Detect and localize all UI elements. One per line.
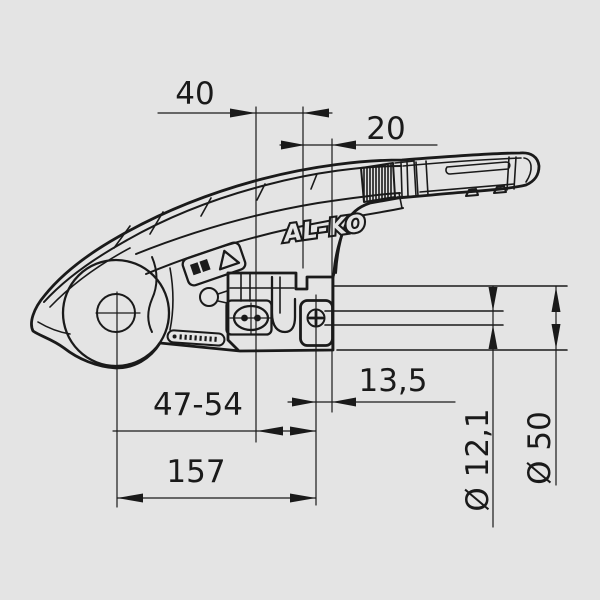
block-left-edge — [226, 271, 240, 352]
shell-inner-arc-2 — [49, 247, 131, 308]
body-outline — [30, 151, 541, 370]
dim-157-arrow-right — [290, 493, 316, 503]
tube-and-diameters: Ø 12,1 Ø 50 — [324, 285, 568, 528]
dim-20-arrow-left — [281, 140, 305, 150]
block-top-profile — [226, 271, 335, 291]
handle-root-steps — [415, 160, 429, 197]
handle-clip-tab-1 — [465, 188, 479, 197]
dim-157-arrow-left — [117, 493, 143, 503]
spring-channel-line — [169, 267, 174, 331]
handle-clip-tab-2 — [493, 185, 507, 194]
dimension-tube-diameter: Ø 50 — [522, 285, 561, 486]
pivot-links — [217, 290, 228, 304]
handle-top-inner — [402, 157, 522, 167]
dim-20-text: 20 — [366, 111, 405, 147]
shell-ribs — [113, 173, 318, 249]
block-j-channel — [270, 275, 297, 334]
dim-12-arrow-bottom — [488, 325, 498, 349]
handle-details — [402, 156, 532, 197]
dim-12-arrow-top — [488, 287, 498, 311]
band-end-join — [398, 192, 403, 209]
handle-grip-panel — [445, 161, 511, 175]
dimension-13-5: 13,5 — [287, 294, 456, 506]
shell-inner-arc — [43, 165, 402, 303]
dim-13-5-text: 13,5 — [358, 363, 427, 399]
dimension-47-54: 47-54 — [112, 387, 317, 436]
manual-book-icon — [189, 259, 211, 276]
dimensions-layer: 40 20 Ø 12,1 — [112, 76, 568, 528]
dim-157-text: 157 — [166, 454, 225, 490]
warning-label-frame — [181, 241, 247, 287]
dimension-20: 20 — [279, 111, 438, 413]
brand-logo-text: AL-KO — [280, 210, 368, 248]
block-inner-band — [229, 273, 295, 302]
coupling-part: AL-KO — [30, 151, 541, 370]
dim-47-54-arrow-left — [257, 426, 283, 436]
dim-40-arrow-left — [230, 108, 256, 118]
dim-12-text: Ø 12,1 — [460, 408, 496, 511]
dim-20-arrow-right — [332, 140, 356, 150]
ratchet-teeth — [360, 160, 417, 203]
dim-50-arrow-top — [551, 287, 561, 312]
pivot-pin-circle — [199, 287, 219, 307]
dim-50-arrow-bottom — [551, 324, 561, 349]
neck-inner-line — [335, 225, 346, 274]
dim-47-54-arrow-right — [290, 426, 316, 436]
dim-40-arrow-right — [303, 108, 329, 118]
dimension-157: 157 — [116, 333, 317, 508]
left-bolt — [225, 299, 273, 336]
shell-scurve — [147, 256, 158, 333]
dim-13-5-arrow-left — [292, 397, 316, 407]
dimension-40: 40 — [157, 76, 333, 443]
ball-center-crosshair — [95, 291, 141, 335]
brand-logo: AL-KO — [278, 208, 370, 250]
dim-13-5-arrow-right — [332, 397, 356, 407]
dim-50-text: Ø 50 — [522, 411, 558, 485]
ball-housing-outer-circle — [61, 258, 171, 368]
serrated-strip — [166, 329, 226, 347]
handle-tip-cap — [523, 157, 532, 183]
warning-triangle-icon — [218, 249, 241, 271]
serrated-strip-frame — [166, 329, 226, 347]
band-upper-seam — [135, 192, 401, 255]
dimension-hole-diameter: Ø 12,1 — [460, 285, 498, 528]
dim-47-54-text: 47-54 — [153, 387, 243, 423]
strip-ticks — [179, 334, 217, 342]
mounting-block — [225, 271, 335, 352]
left-bolt-crosshair — [229, 302, 273, 335]
strip-dot — [172, 334, 177, 339]
dim-40-text: 40 — [175, 76, 214, 112]
warning-label — [181, 241, 247, 287]
handle-underside-inner — [419, 183, 515, 193]
